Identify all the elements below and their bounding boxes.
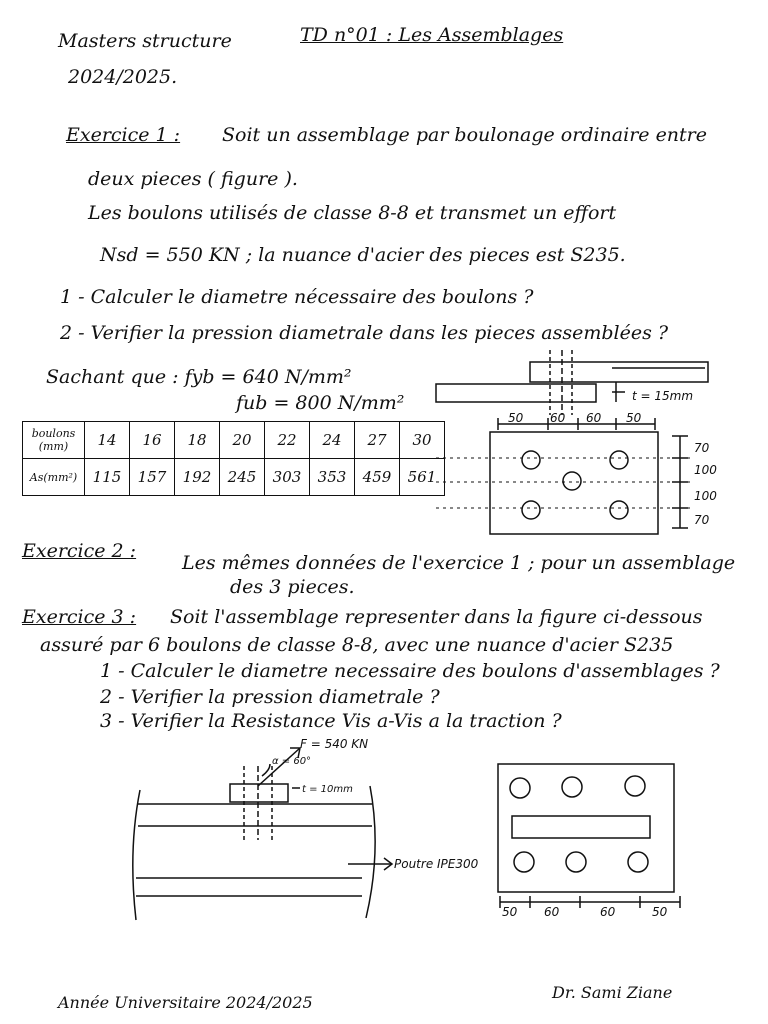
exercise-1-line-3: Les boulons utilisés de classe 8-8 et tr…: [88, 202, 617, 224]
exercise-3-title: Exercice 3 :: [22, 606, 137, 628]
fig3-dim-bottom: 60: [600, 905, 616, 919]
exercise-3-question-2: 2 - Verifier la pression diametrale ?: [100, 686, 440, 708]
exercise-2-line-1: Les mêmes données de l'exercice 1 ; pour…: [182, 552, 736, 574]
course-name: Masters structure: [58, 30, 232, 52]
plan-plate: [497, 763, 675, 893]
fig3-dim-bottom: 60: [544, 905, 560, 919]
front-plate: [489, 431, 659, 535]
table-cell: 27: [354, 421, 400, 459]
given-fyb: Sachant que : fyb = 640 N/mm²: [46, 366, 352, 388]
fig1-dim-top: 50: [508, 411, 524, 425]
bolt-hole: [624, 775, 646, 797]
table-cell: 16: [129, 421, 175, 459]
beam-right-break: [365, 785, 376, 919]
table-header-boulons: boulons (mm): [22, 421, 85, 459]
fig3-angle-label: α = 60°: [272, 756, 311, 767]
bolt-hole: [521, 450, 541, 470]
beam-left-break: [132, 789, 141, 921]
fig1-dim-right: 70: [694, 513, 710, 527]
connected-plate: [229, 783, 289, 803]
table-cell: 20: [219, 421, 265, 459]
bolt-hole: [562, 471, 582, 491]
table-row-diameters: boulons (mm) 14 16 18 20 22 24 27 30: [22, 421, 445, 459]
fig3-dim-bottom: 50: [502, 905, 518, 919]
exercise-2-line-2: des 3 pieces.: [230, 576, 355, 598]
table-cell: 24: [309, 421, 355, 459]
force-arrow: [257, 747, 301, 787]
bolt-hole: [627, 851, 649, 873]
academic-year: 2024/2025.: [68, 66, 178, 88]
exercise-1-question-1: 1 - Calculer le diametre nécessaire des …: [60, 286, 534, 308]
exercise-3-line-1: Soit l'assemblage representer dans la fi…: [170, 606, 703, 628]
fig1-dim-top: 60: [550, 411, 566, 425]
bolt-hole: [609, 500, 629, 520]
fig3-thickness-label: t = 10mm: [302, 784, 353, 795]
fig1-dim-top: 60: [586, 411, 602, 425]
fig1-dim-right: 100: [694, 463, 717, 477]
bolt-hole: [561, 776, 583, 798]
fig3-force-label: F = 540 KN: [300, 737, 368, 751]
table-cell: 115: [84, 458, 130, 496]
table-cell: 353: [309, 458, 355, 496]
upper-plate: [529, 361, 709, 383]
table-cell: 18: [174, 421, 220, 459]
bolt-hole: [565, 851, 587, 873]
table-cell: 459: [354, 458, 400, 496]
bolt-hole: [521, 500, 541, 520]
given-fub: fub = 800 N/mm²: [236, 392, 405, 414]
fig1-dim-top: 50: [626, 411, 642, 425]
table-cell: 22: [264, 421, 310, 459]
fig1-dim-right: 70: [694, 441, 710, 455]
table-cell: 14: [84, 421, 130, 459]
exercise-1-title: Exercice 1 :: [66, 124, 181, 146]
table-cell: 245: [219, 458, 265, 496]
table-cell: 303: [264, 458, 310, 496]
fig1-dim-right: 100: [694, 489, 717, 503]
exercise-1-line-2: deux pieces ( figure ).: [88, 168, 298, 190]
table-row-areas: As(mm²) 115 157 192 245 303 353 459 561: [22, 458, 445, 496]
fig3-beam-label: Poutre IPE300: [394, 857, 479, 871]
table-cell: 561: [399, 458, 445, 496]
td-title: TD n°01 : Les Assemblages: [300, 24, 564, 46]
fig1-thickness-label: t = 15mm: [632, 389, 693, 403]
bolt-section-table: boulons (mm) 14 16 18 20 22 24 27 30 As(…: [22, 421, 445, 496]
lower-plate: [435, 383, 597, 403]
fig3-dim-bottom: 50: [652, 905, 668, 919]
exercise-1-line-4: Nsd = 550 KN ; la nuance d'acier des pie…: [100, 244, 626, 266]
table-cell: 157: [129, 458, 175, 496]
footer-academic-year: Année Universitaire 2024/2025: [58, 993, 313, 1012]
table-header-as: As(mm²): [22, 458, 85, 496]
footer-author: Dr. Sami Ziane: [552, 983, 673, 1002]
exercise-3-line-2: assuré par 6 boulons de classe 8-8, avec…: [40, 634, 674, 656]
table-cell: 30: [399, 421, 445, 459]
table-cell: 192: [174, 458, 220, 496]
exercise-1-line-1: Soit un assemblage par boulonage ordinai…: [222, 124, 708, 146]
exercise-3-question-1: 1 - Calculer le diametre necessaire des …: [100, 660, 720, 682]
bolt-hole: [513, 851, 535, 873]
bolt-hole: [609, 450, 629, 470]
bolt-hole: [509, 777, 531, 799]
exercise-2-title: Exercice 2 :: [22, 540, 137, 562]
slot: [511, 815, 651, 839]
exercise-3-question-3: 3 - Verifier la Resistance Vis a-Vis a l…: [100, 710, 562, 732]
exercise-1-question-2: 2 - Verifier la pression diametrale dans…: [60, 322, 669, 344]
